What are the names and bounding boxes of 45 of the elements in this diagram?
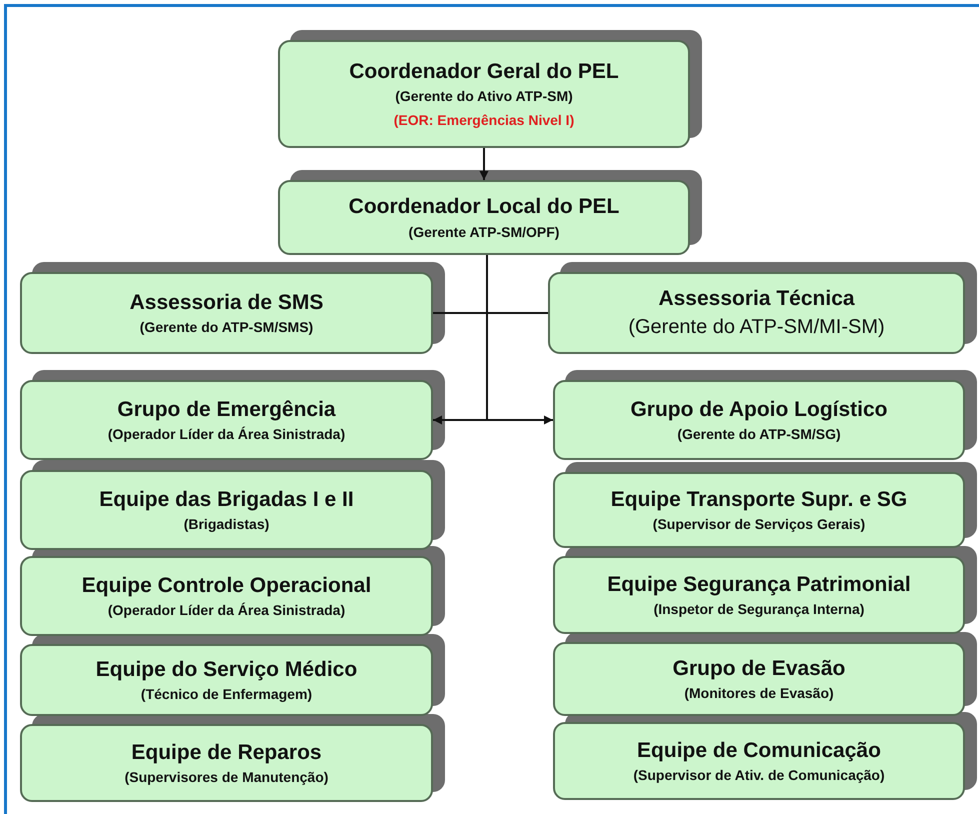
org-box — [553, 642, 965, 716]
org-box — [20, 556, 433, 636]
org-box — [553, 556, 965, 634]
role-title: Grupo de Emergência — [117, 396, 336, 422]
role-title: Coordenador Geral do PEL — [349, 58, 619, 84]
org-box — [20, 724, 433, 802]
role-title: Assessoria Técnica — [658, 286, 855, 312]
role-holder: (Supervisores de Manutenção) — [124, 768, 328, 786]
role-title: Assessoria de SMS — [130, 290, 324, 315]
role-title: Equipe das Brigadas I e II — [99, 486, 354, 512]
role-holder: (Técnico de Enfermagem) — [140, 685, 312, 704]
org-box — [553, 722, 965, 800]
org-box — [553, 472, 965, 548]
role-holder: (Brigadistas) — [184, 515, 270, 534]
role-title: Coordenador Local do PEL — [348, 194, 620, 220]
org-box — [278, 180, 690, 255]
org-box — [20, 644, 433, 716]
role-title: Equipe Controle Operacional — [82, 572, 372, 598]
role-title: Equipe Transporte Supr. e SG — [610, 486, 908, 512]
role-title: Grupo de Evasão — [672, 656, 846, 681]
role-holder: (Gerente do ATP-SM/SG) — [677, 425, 841, 444]
connector-arrow — [480, 148, 488, 180]
role-title: Grupo de Apoio Logístico — [630, 396, 888, 422]
role-holder: (Supervisor de Ativ. de Comunicação) — [633, 766, 885, 784]
org-box — [548, 272, 965, 354]
connector-arrow — [486, 255, 553, 424]
role-holder: (Gerente ATP-SM/OPF) — [408, 222, 560, 241]
emergency-level: (EOR: Emergências Nivel I) — [394, 111, 574, 130]
role-holder: (Monitores de Evasão) — [684, 684, 834, 702]
role-holder: (Gerente do Ativo ATP-SM) — [395, 86, 573, 106]
org-box — [278, 40, 690, 148]
role-holder: (Operador Líder da Área Sinistrada) — [108, 425, 346, 444]
role-title: Equipe de Reparos — [131, 740, 322, 765]
role-holder: (Supervisor de Serviços Gerais) — [652, 515, 866, 534]
role-title: Equipe Segurança Patrimonial — [607, 572, 911, 597]
role-holder: (Gerente do ATP-SM/SMS) — [140, 318, 314, 336]
role-holder: (Operador Líder da Área Sinistrada) — [108, 601, 346, 620]
org-box — [553, 380, 965, 460]
role-title: Equipe do Serviço Médico — [96, 656, 358, 682]
role-title: Equipe de Comunicação — [637, 738, 881, 763]
org-box — [20, 272, 433, 354]
role-holder: (Gerente do ATP-SM/MI-SM) — [628, 315, 885, 340]
org-box — [20, 380, 433, 460]
role-holder: (Inspetor de Segurança Interna) — [654, 600, 864, 618]
org-box — [20, 470, 433, 550]
